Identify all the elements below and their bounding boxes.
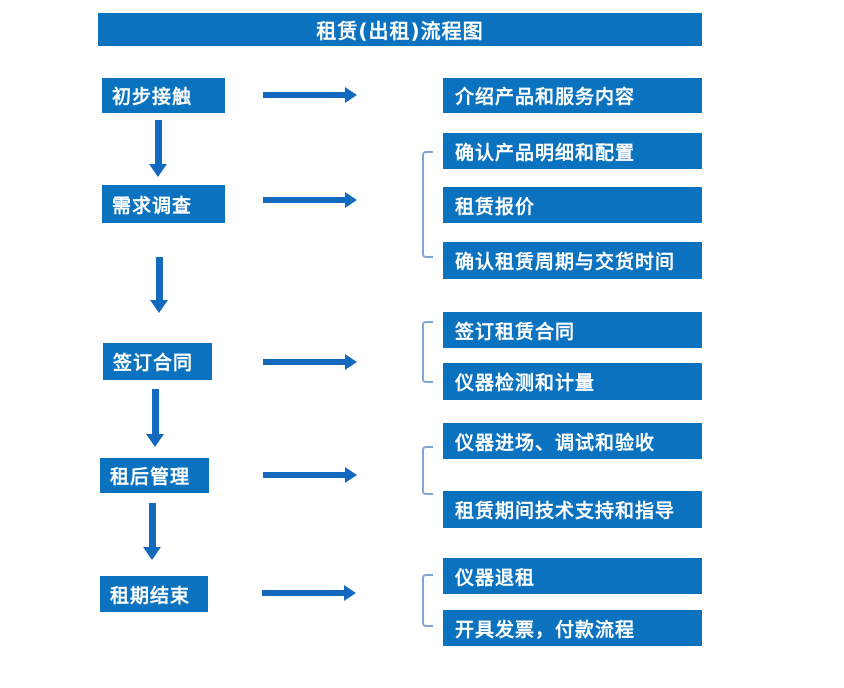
detail-sign-rental-contract: 签订租赁合同: [443, 312, 702, 348]
bracket-post-rental-group: [422, 446, 433, 495]
bracket-sign-contract-group: [422, 321, 433, 383]
detail-tech-support-guidance: 租赁期间技术支持和指导: [443, 491, 702, 528]
right-arrow-2: [263, 192, 357, 208]
down-arrow-3: [146, 389, 164, 447]
step-post-rental-management: 租后管理: [100, 458, 209, 493]
right-arrow-head: [345, 354, 357, 370]
down-arrow-2: [150, 257, 168, 313]
right-arrow-shaft: [263, 472, 345, 478]
detail-instrument-entry-commissioning-acceptance: 仪器进场、调试和验收: [443, 423, 702, 459]
detail-introduce-products-services: 介绍产品和服务内容: [443, 78, 702, 113]
down-arrow-shaft: [148, 503, 156, 547]
down-arrow-shaft: [155, 257, 163, 300]
right-arrow-5: [262, 585, 356, 601]
right-arrow-4: [263, 467, 357, 483]
detail-instrument-testing-measurement: 仪器检测和计量: [443, 363, 702, 400]
down-arrow-head: [150, 300, 168, 313]
down-arrow-shaft: [151, 389, 159, 434]
step-demand-survey: 需求调查: [102, 185, 225, 223]
down-arrow-4: [143, 503, 161, 560]
down-arrow-shaft: [154, 120, 162, 164]
detail-confirm-product-details-config: 确认产品明细和配置: [443, 133, 702, 169]
down-arrow-head: [143, 547, 161, 560]
bracket-demand-survey-group: [422, 151, 433, 258]
right-arrow-3: [263, 354, 357, 370]
right-arrow-head: [344, 585, 356, 601]
right-arrow-head: [345, 192, 357, 208]
detail-instrument-return: 仪器退租: [443, 558, 702, 594]
down-arrow-head: [146, 434, 164, 447]
right-arrow-head: [345, 467, 357, 483]
down-arrow-1: [149, 120, 167, 177]
detail-invoice-payment-process: 开具发票，付款流程: [443, 610, 702, 646]
bracket-rental-end-group: [422, 574, 433, 627]
right-arrow-shaft: [263, 197, 345, 203]
right-arrow-1: [263, 87, 357, 103]
right-arrow-head: [345, 87, 357, 103]
right-arrow-shaft: [262, 590, 344, 596]
step-initial-contact: 初步接触: [102, 78, 225, 113]
step-rental-period-end: 租期结束: [100, 576, 208, 612]
right-arrow-shaft: [263, 92, 345, 98]
right-arrow-shaft: [263, 359, 345, 365]
detail-confirm-rental-period-delivery: 确认租赁周期与交货时间: [443, 242, 702, 279]
step-sign-contract: 签订合同: [103, 343, 212, 380]
diagram-title: 租赁(出租)流程图: [98, 13, 702, 46]
down-arrow-head: [149, 164, 167, 177]
detail-rental-quotation: 租赁报价: [443, 187, 702, 223]
